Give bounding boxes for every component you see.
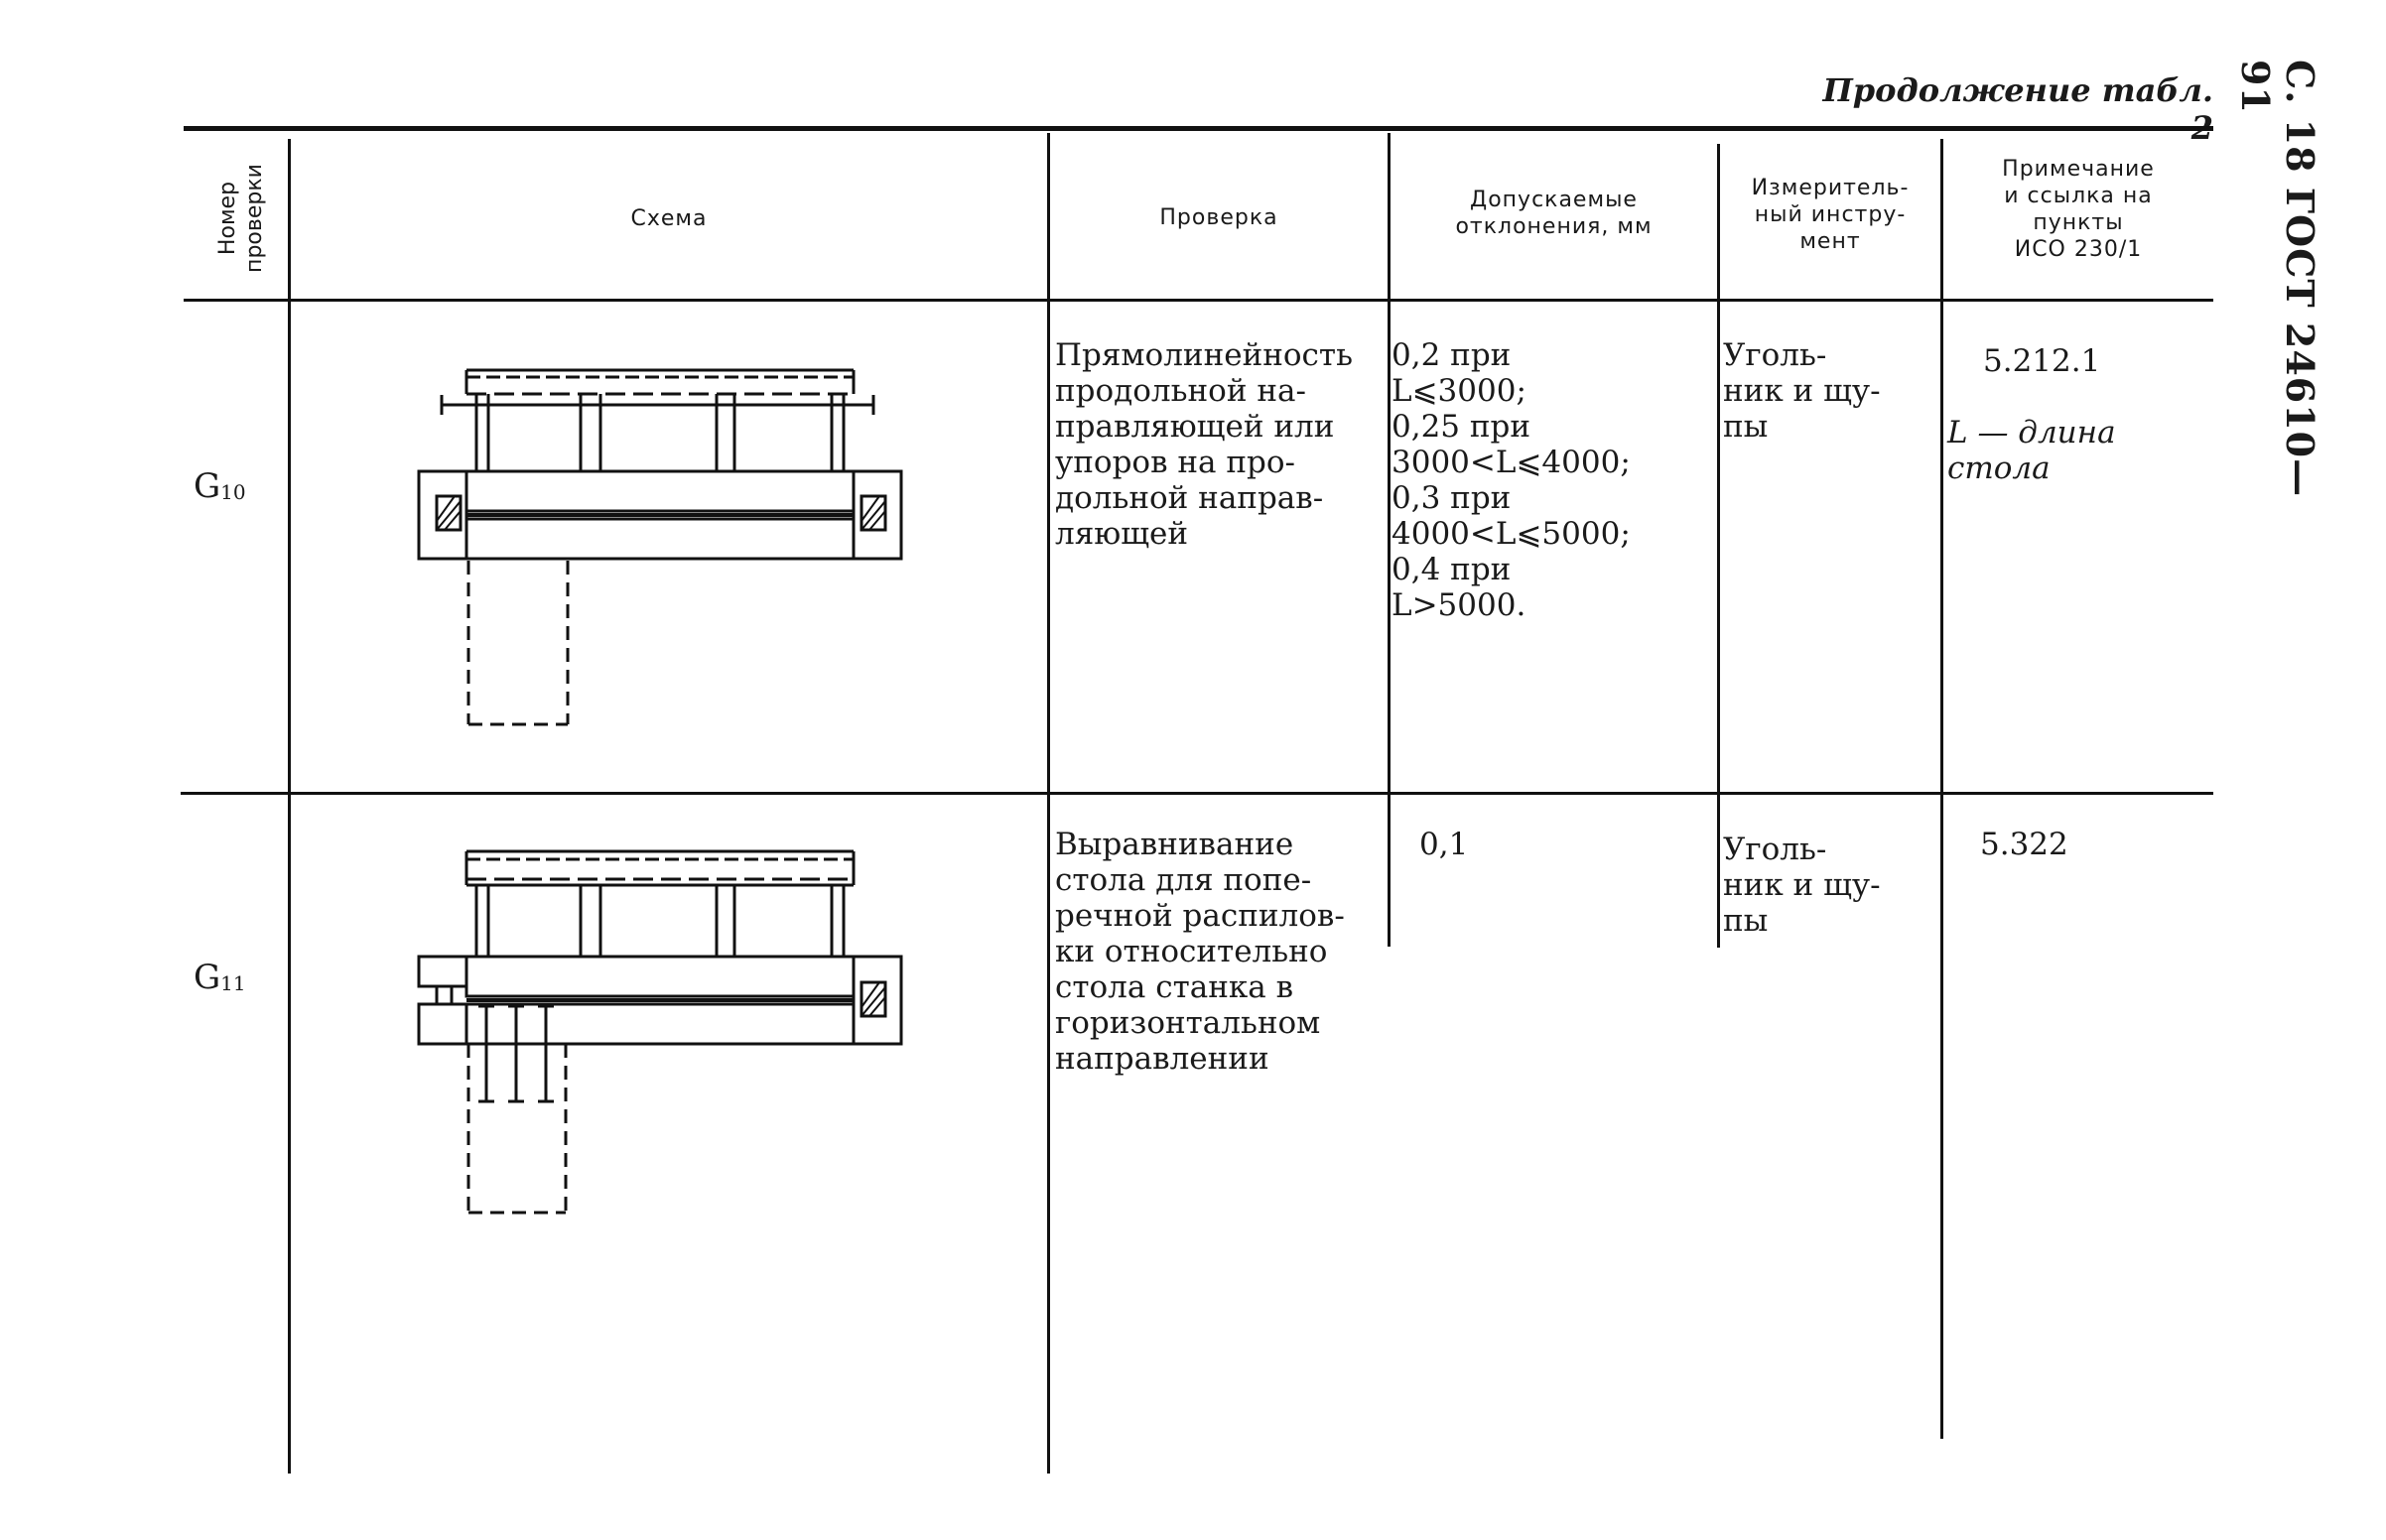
column-rule (1047, 133, 1050, 1474)
column-rule (1940, 139, 1943, 1439)
header-number: Номер проверки (184, 139, 298, 298)
table-top-rule (184, 126, 2213, 131)
check-number-g11: G11 (194, 958, 246, 997)
instrument-g10: Уголь- ник и щу- пы (1723, 337, 1881, 445)
column-rule (288, 139, 291, 1474)
instrument-g11: Уголь- ник и щу- пы (1723, 832, 1881, 939)
iso-reference-g10: 5.212.1 (1983, 343, 2101, 379)
header-note: Примечание и ссылка на пункты ИСО 230/1 (2002, 157, 2155, 262)
header-tolerance: Допускаемые отклонения, мм (1455, 188, 1653, 239)
check-description-g10: Прямолинейность продольной на- правляюще… (1055, 337, 1353, 552)
page-number-header: С. 18 ГОСТ 24610—91 (2233, 60, 2322, 498)
row-divider-rule (181, 792, 2213, 795)
header-scheme: Схема (630, 206, 708, 231)
header-number-text: Номер проверки (214, 164, 267, 273)
column-rule (1717, 144, 1720, 948)
header-bottom-rule (184, 299, 2213, 302)
check-number-g10: G10 (194, 466, 246, 506)
table-continuation-label: Продолжение табл. 2 (1822, 71, 2213, 147)
column-rule (1388, 133, 1391, 947)
iso-reference-g11: 5.322 (1980, 827, 2068, 862)
note-text-g10: L — длина стола (1947, 415, 2116, 486)
header-check: Проверка (1159, 205, 1278, 230)
check-description-g11: Выравнивание стола для попе- речной расп… (1055, 827, 1345, 1077)
tolerance-g10: 0,2 при L⩽3000; 0,25 при 3000<L⩽4000; 0,… (1392, 337, 1631, 623)
header-instrument: Измеритель- ный инстру- мент (1751, 176, 1910, 254)
tolerance-g11: 0,1 (1419, 827, 1469, 862)
scheme-diagram-g11 (417, 849, 903, 1215)
scheme-diagram-g10 (417, 368, 903, 726)
